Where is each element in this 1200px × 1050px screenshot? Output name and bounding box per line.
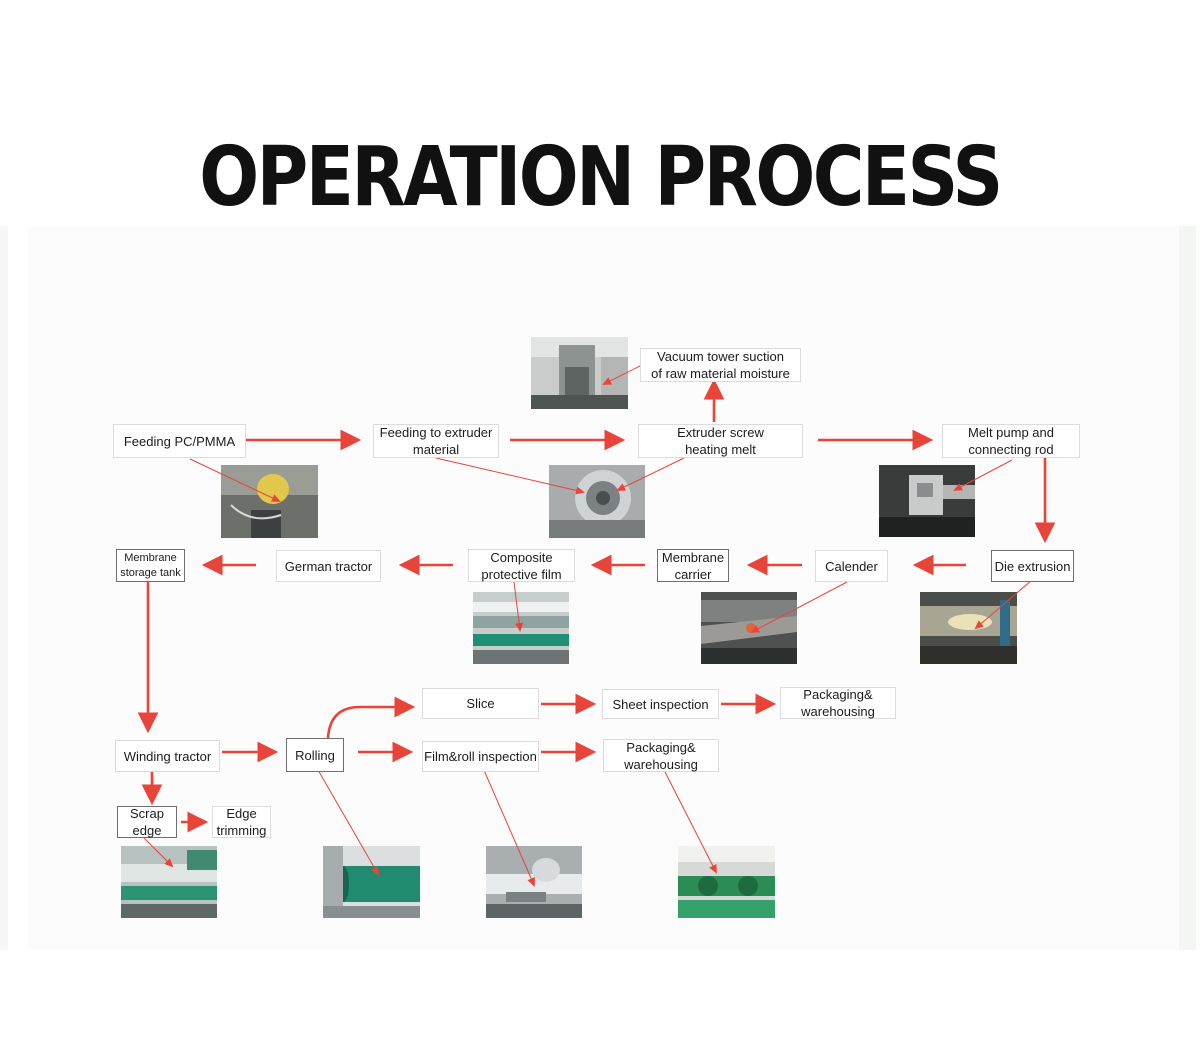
right-margin-strip (1179, 226, 1196, 950)
step-winding-tractor: Winding tractor (115, 740, 220, 772)
pointer-line (513, 581, 524, 632)
step-edge-trimming: Edge trimming (212, 806, 271, 838)
left-margin-strip (0, 226, 8, 950)
pointer-line (189, 458, 281, 502)
step-german-tractor: German tractor (276, 550, 381, 582)
step-extruder-screw: Extruder screw heating melt (638, 424, 803, 458)
pointer-line (616, 457, 685, 491)
step-sheet-inspection: Sheet inspection (602, 689, 719, 719)
step-calender: Calender (815, 550, 888, 582)
pointer-line (750, 581, 848, 633)
die-extrusion-photo (920, 592, 1017, 664)
scrap-edge-photo (121, 846, 217, 918)
pointer-line (143, 837, 174, 868)
pointer-line (482, 767, 535, 887)
warehousing-photo (678, 846, 775, 918)
step-die-extrusion: Die extrusion (991, 550, 1074, 582)
pointer-line (664, 771, 717, 874)
step-scrap-edge: Scrap edge (117, 806, 177, 838)
vacuum-tower-photo (531, 337, 628, 409)
pointer-line (435, 457, 585, 495)
step-packaging-warehousing-2: Packaging& warehousing (603, 739, 719, 772)
melt-pump-photo (879, 465, 975, 537)
step-rolling: Rolling (286, 738, 344, 772)
pointer-line (602, 365, 641, 385)
step-packaging-warehousing: Packaging& warehousing (780, 687, 896, 719)
pointer-line (953, 459, 1013, 491)
step-membrane-carrier: Membrane carrier (657, 549, 729, 582)
step-composite-film: Composite protective film (468, 549, 575, 582)
flow-arrow (326, 696, 416, 739)
step-feeding-extruder: Feeding to extruder material (373, 424, 499, 458)
step-membrane-storage: Membrane storage tank (116, 549, 185, 582)
step-vacuum-tower: Vacuum tower suction of raw material moi… (640, 348, 801, 382)
pointer-line (974, 579, 1033, 630)
step-film-roll-inspection: Film&roll inspection (422, 741, 539, 772)
rolling-photo (323, 846, 420, 918)
step-slice: Slice (422, 688, 539, 719)
step-melt-pump: Melt pump and connecting rod (942, 424, 1080, 458)
composite-film-photo (473, 592, 569, 664)
page-title: OPERATION PROCESS (199, 130, 1003, 225)
step-feeding-pc-pmma: Feeding PC/PMMA (113, 424, 246, 458)
pointer-line (317, 769, 379, 876)
calender-photo (701, 592, 797, 664)
feeding-photo (221, 465, 318, 538)
